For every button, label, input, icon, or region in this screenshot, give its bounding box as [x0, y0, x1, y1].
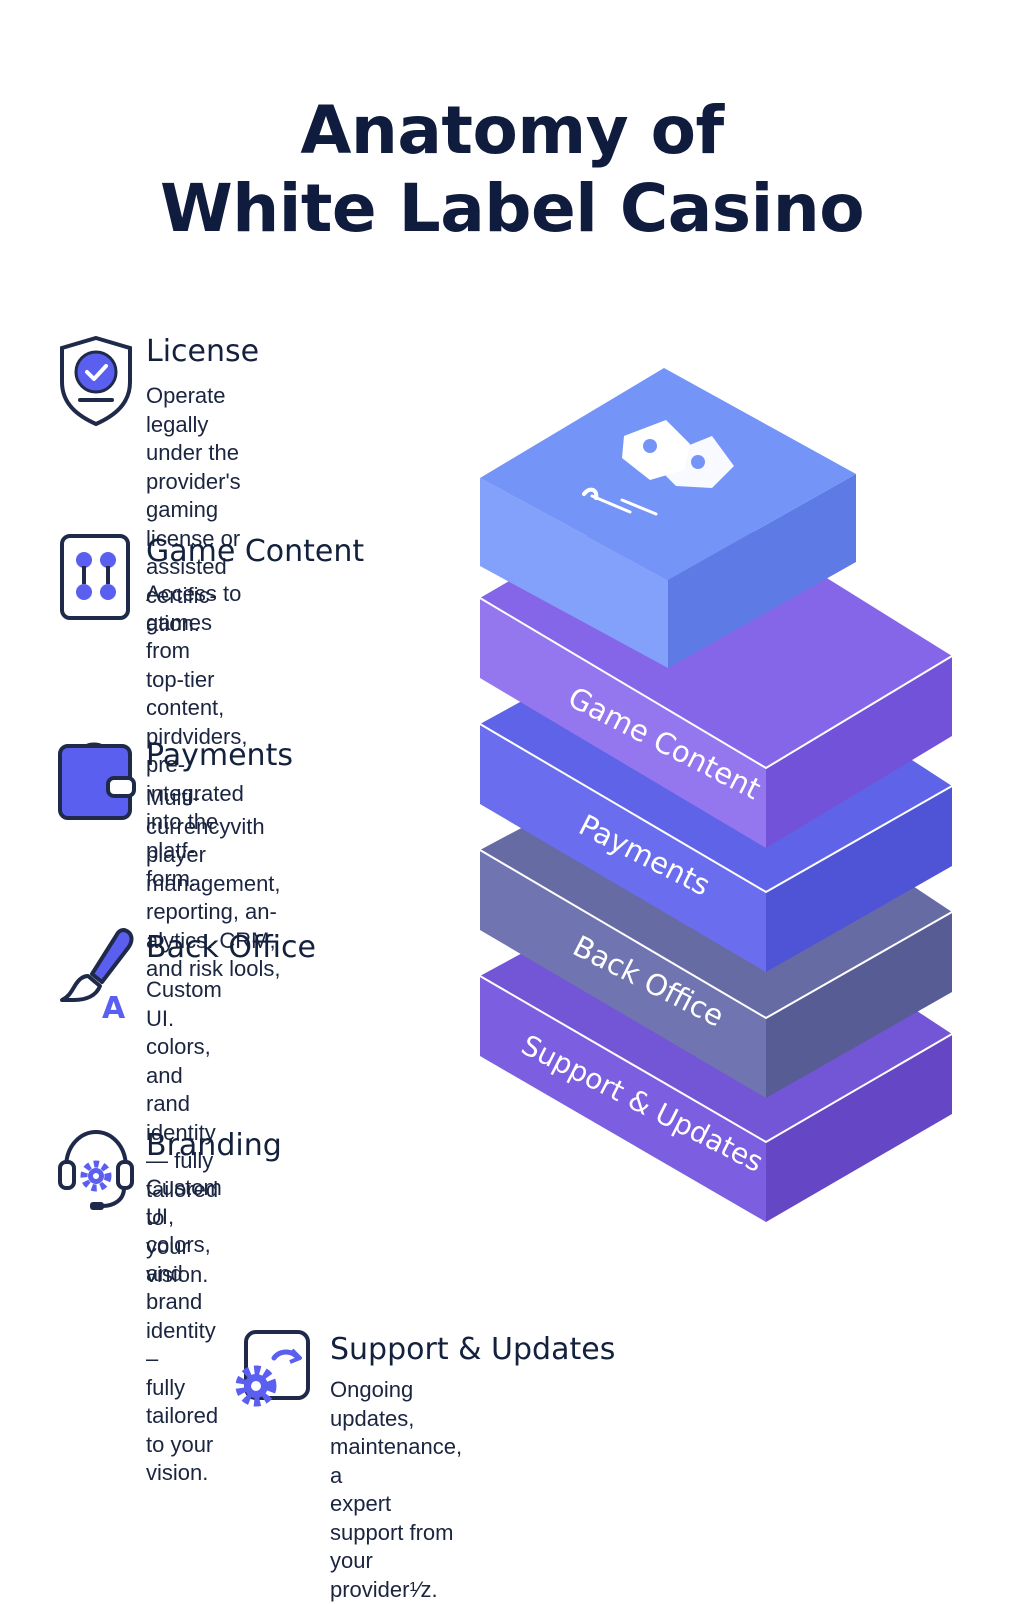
shield-check-icon [60, 335, 132, 427]
feature-heading: Support & Updates [330, 1332, 616, 1367]
layer-right-face [668, 474, 856, 668]
page-title: Anatomy of White Label Casino [0, 92, 1024, 248]
layer-left-face [480, 724, 766, 972]
layer-edge [479, 723, 953, 894]
feature-description: Operate legally under the provider's gam… [146, 383, 241, 636]
feature-description: Custom UI. colors, and rand identity — f… [146, 977, 222, 1287]
svg-text:A: A [102, 991, 126, 1022]
layer-edge [479, 975, 953, 1144]
title-line-1: Anatomy of [300, 92, 724, 169]
feature-description: Multi-currencyvith player management, re… [146, 785, 281, 981]
feature-description: Ongoing updates, maintenance, a expert s… [330, 1377, 463, 1602]
feature-heading: Game Content [146, 534, 365, 569]
layer-left-face [480, 976, 766, 1222]
feature-heading: Back Office [146, 930, 316, 965]
title-line-2: White Label Casino [159, 170, 865, 247]
layer-left-face [480, 850, 766, 1098]
feature-description: Custom UI, colors, and brand identity – … [146, 1175, 222, 1485]
gear-refresh-icon [235, 1330, 310, 1407]
layer-right-face [766, 912, 952, 1098]
feature-heading: Payments [146, 738, 293, 773]
layer-right-face [766, 786, 952, 972]
paintbrush-icon: A [60, 928, 134, 1022]
wallet-icon [58, 742, 136, 820]
feature-description: Access to games from top-tier content, p… [146, 581, 248, 891]
layer-left-face [480, 598, 766, 848]
casino-chips-icon [582, 420, 734, 516]
headset-gear-icon [58, 1129, 134, 1210]
layer-left-face [480, 478, 668, 668]
layer-edge [479, 849, 953, 1020]
game-dice-icon [60, 534, 130, 620]
layer-right-face [766, 1034, 952, 1222]
layer-right-face [766, 656, 952, 848]
layer-edge [479, 597, 953, 770]
feature-heading: License [146, 334, 260, 369]
feature-heading: Branding [146, 1128, 282, 1163]
